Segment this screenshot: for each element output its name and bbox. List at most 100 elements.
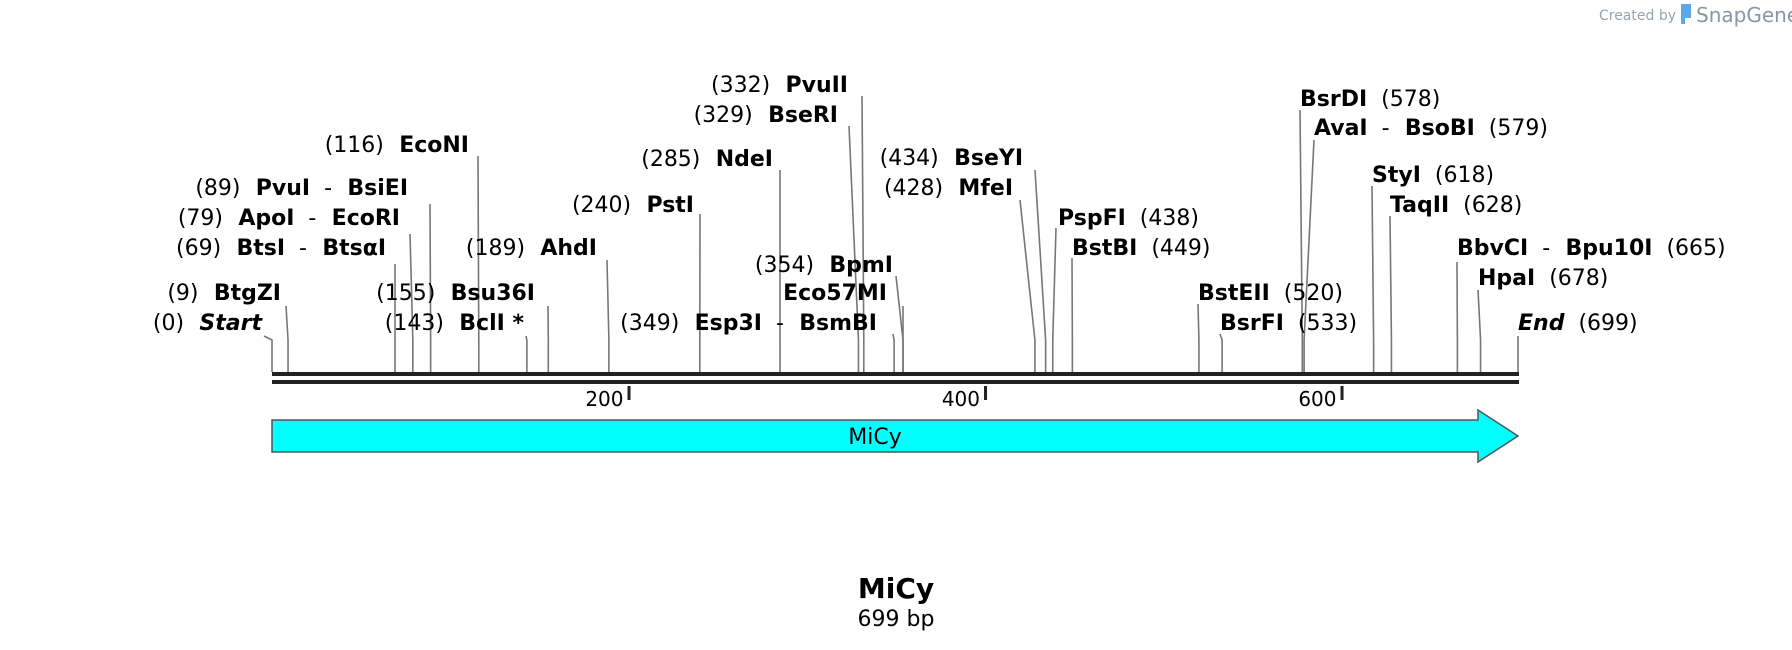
site-position: (579) <box>1475 116 1548 141</box>
site-position: (143) <box>385 311 444 336</box>
site-position: (449) <box>1137 236 1210 261</box>
enzyme-name: Bpu10I <box>1550 236 1652 261</box>
site-label[interactable]: StyI (618) <box>1372 163 1494 188</box>
enzyme-name: Start <box>184 311 263 336</box>
enzyme-name: BstBI <box>1072 236 1137 261</box>
enzyme-name: Eco57MI <box>783 281 887 306</box>
site-connector <box>1019 199 1036 372</box>
ruler-tick-label: 200 <box>585 387 623 411</box>
site-connector <box>895 275 904 372</box>
site-connector <box>861 95 865 372</box>
site-label[interactable]: BstEII (520) <box>1198 281 1343 306</box>
site-label[interactable]: (69) BtsI - BtsαI <box>176 236 386 261</box>
site-label[interactable]: PspFI (438) <box>1058 206 1199 231</box>
site-connector <box>1034 169 1047 372</box>
enzyme-name: BbvCI <box>1457 236 1528 261</box>
enzyme-name: BsrDI <box>1300 87 1367 112</box>
site-separator: - <box>762 311 784 336</box>
created-by-text: Created by <box>1599 8 1676 24</box>
feature-label: MiCy <box>848 425 901 450</box>
site-position: (89) <box>195 176 240 201</box>
sequence-length: 699 bp <box>858 607 935 632</box>
enzyme-name: PstI <box>631 193 694 218</box>
ruler-tick <box>627 386 631 400</box>
site-connector <box>1477 289 1482 372</box>
site-position: (628) <box>1449 193 1522 218</box>
site-separator: - <box>310 176 332 201</box>
enzyme-name: PspFI <box>1058 206 1126 231</box>
site-label[interactable]: (434) BseYI <box>880 146 1023 171</box>
site-separator: - <box>1528 236 1550 261</box>
site-label[interactable]: BstBI (449) <box>1072 236 1211 261</box>
site-label[interactable]: AvaI - BsoBI (579) <box>1314 116 1548 141</box>
site-labels: (0) Start (9) BtgZI (69) BtsI - BtsαI (79) … <box>153 73 1726 336</box>
ruler-tick <box>1340 386 1344 400</box>
site-connector <box>285 305 289 372</box>
site-label[interactable]: (89) PvuI - BsiEI <box>195 176 408 201</box>
enzyme-name: BtgZI <box>199 281 282 306</box>
site-connector <box>477 155 480 372</box>
site-position: (520) <box>1270 281 1343 306</box>
site-label[interactable]: (116) EcoNI <box>325 133 469 158</box>
backbone-strand-top <box>272 372 1519 376</box>
site-position: (329) <box>694 103 753 128</box>
site-separator: - <box>294 206 316 231</box>
enzyme-name: BseYI <box>939 146 1023 171</box>
site-position: (665) <box>1652 236 1725 261</box>
enzyme-name: ApoI <box>223 206 294 231</box>
site-position: (0) <box>153 311 184 336</box>
site-connector <box>409 233 414 372</box>
site-position: (189) <box>466 236 525 261</box>
site-separator: - <box>1368 116 1390 141</box>
site-label[interactable]: BbvCI - Bpu10I (665) <box>1457 236 1726 261</box>
site-label[interactable]: BsrFI (533) <box>1220 311 1357 336</box>
site-lines <box>263 95 1519 372</box>
site-label[interactable]: (329) BseRI <box>694 103 838 128</box>
site-separator: - <box>285 236 307 261</box>
site-label[interactable]: Eco57MI <box>783 281 887 306</box>
site-position: (618) <box>1421 163 1494 188</box>
snapgene-logo-icon <box>1681 4 1691 24</box>
enzyme-name: AhdI <box>525 236 597 261</box>
site-label[interactable]: (155) Bsu36I <box>376 281 535 306</box>
site-label[interactable]: (285) NdeI <box>641 147 773 172</box>
site-label[interactable]: (79) ApoI - EcoRI <box>178 206 400 231</box>
site-label[interactable]: TaqII (628) <box>1390 193 1522 218</box>
site-label[interactable]: HpaI (678) <box>1478 266 1608 291</box>
site-connector <box>1389 215 1393 372</box>
site-connector <box>263 335 273 372</box>
enzyme-name: Bsu36I <box>435 281 535 306</box>
enzyme-name: BclI * <box>444 311 525 336</box>
enzyme-name: End <box>1518 311 1565 336</box>
backbone <box>272 372 1519 384</box>
site-label[interactable]: (143) BclI * <box>385 311 525 336</box>
site-connector <box>606 259 610 372</box>
site-label[interactable]: (9) BtgZI <box>167 281 281 306</box>
site-position: (699) <box>1564 311 1637 336</box>
site-connector <box>1219 333 1223 372</box>
site-position: (332) <box>711 73 770 98</box>
enzyme-name: StyI <box>1372 163 1421 188</box>
site-connector <box>848 125 860 372</box>
enzyme-name: HpaI <box>1478 266 1535 291</box>
site-label[interactable]: (240) PstI <box>572 193 694 218</box>
site-label[interactable]: (349) Esp3I - BsmBI <box>620 311 877 336</box>
enzyme-name: PvuII <box>770 73 848 98</box>
site-position: (578) <box>1367 87 1440 112</box>
site-position: (678) <box>1535 266 1608 291</box>
site-label[interactable]: End (699) <box>1518 311 1638 336</box>
features: MiCy <box>271 408 1520 464</box>
feature-arrow[interactable] <box>271 408 1520 464</box>
site-label[interactable]: (332) PvuII <box>711 73 848 98</box>
enzyme-name: EcoRI <box>316 206 400 231</box>
site-label[interactable]: (354) BpmI <box>755 253 893 278</box>
site-connector <box>892 333 895 372</box>
site-label[interactable]: (0) Start <box>153 311 264 336</box>
site-position: (116) <box>325 133 384 158</box>
enzyme-name: Esp3I <box>679 311 762 336</box>
site-label[interactable]: (189) AhdI <box>466 236 597 261</box>
site-label[interactable]: BsrDI (578) <box>1300 87 1440 112</box>
site-label[interactable]: (428) MfeI <box>884 176 1013 201</box>
enzyme-name: BseRI <box>753 103 838 128</box>
